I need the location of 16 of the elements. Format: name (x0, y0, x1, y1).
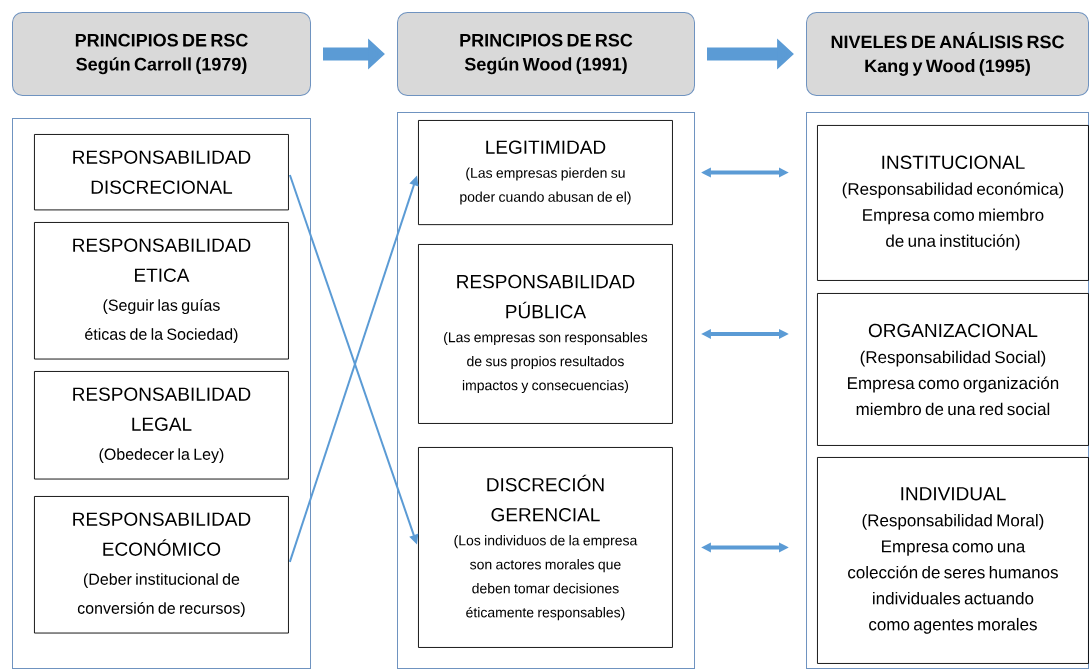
text-box: RESPONSABILIDAD ECONÓMICO (Deber institucional de conversión de recursos) (34, 496, 289, 634)
text-box: RESPONSABILIDAD PÚBLICA (Las empresas son responsables de sus propios resultados impactos y consecuencias) (418, 244, 673, 424)
text-box: RESPONSABILIDAD LEGAL (Obedecer la Ley) (34, 371, 289, 480)
panel-frame (806, 112, 1089, 669)
text-box: ORGANIZACIONAL (Responsabilidad Social) Empresa como organización miembro de una red social (817, 293, 1089, 446)
text-box: RESPONSABILIDAD ETICA (Seguir las guías éticas de la Sociedad) (34, 222, 289, 360)
header-box: PRINCIPIOS DE RSC Según Carroll (1979) (12, 12, 311, 96)
header-box: PRINCIPIOS DE RSC Según Wood (1991) (397, 12, 695, 96)
text-box: INSTITUCIONAL (Responsabilidad económica) Empresa como miembro de una institución) (817, 125, 1089, 281)
text-box: LEGITIMIDAD (Las empresas pierden su poder cuando abusan de el) (418, 120, 673, 226)
panel-frame (397, 112, 695, 669)
text-box: INDIVIDUAL (Responsabilidad Moral) Empresa como una colección de seres humanos individuales actuando como agentes morales (817, 457, 1089, 664)
text-box: DISCRECIÓN GERENCIAL (Los individuos de la empresa son actores morales que deben tomar decisiones éticamente responsables) (418, 447, 673, 648)
header-box: NIVELES DE ANÁLISIS RSC Kang y Wood (1995) (806, 12, 1089, 96)
text-box: RESPONSABILIDAD DISCRECIONAL (34, 134, 289, 211)
panel-frame (12, 118, 311, 669)
